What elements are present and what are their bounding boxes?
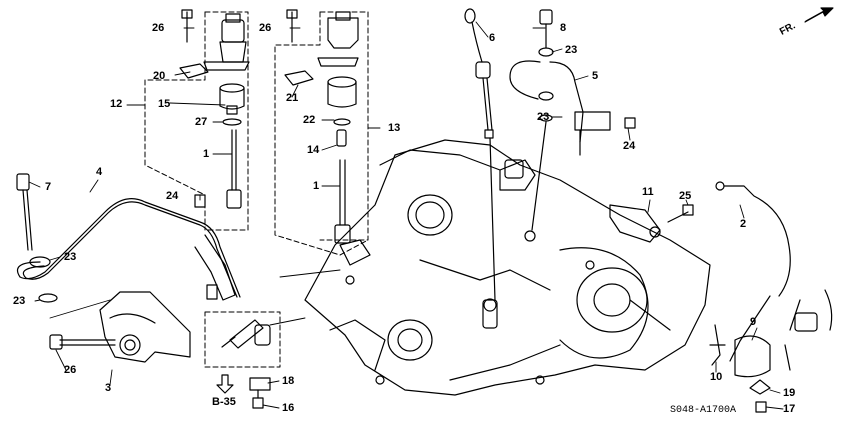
callout-26-bottom: 26 [64, 364, 77, 376]
front-arrow-icon [804, 7, 834, 23]
cover-plate [709, 324, 771, 413]
callout-26-left: 26 [152, 22, 165, 34]
callout-4: 4 [96, 166, 103, 178]
transmission-case [304, 139, 711, 396]
callout-21: 21 [286, 92, 299, 104]
callout-26-center: 26 [259, 22, 272, 34]
shift-cable [715, 181, 833, 371]
reference-label: B-35 [212, 396, 236, 408]
diagram-code: S048-A1700A [670, 405, 737, 416]
callout-27: 27 [195, 116, 208, 128]
callout-23-right-top: 23 [565, 44, 578, 56]
callout-16: 16 [282, 402, 295, 414]
callout-17: 17 [783, 403, 796, 415]
callout-15: 15 [158, 98, 171, 110]
callout-1-left: 1 [203, 148, 210, 160]
dipstick [464, 8, 496, 301]
callout-23-right-bottom: 23 [537, 111, 550, 123]
callout-25: 25 [679, 190, 692, 202]
callout-8: 8 [560, 22, 567, 34]
callout-3: 3 [105, 382, 112, 394]
callout-10: 10 [710, 371, 723, 383]
group-box-16-18 [204, 311, 281, 368]
callout-11: 11 [642, 186, 654, 198]
callout-7: 7 [45, 181, 52, 193]
leader-lines [28, 21, 784, 410]
mount-bracket [49, 291, 191, 363]
callout-24-left: 24 [166, 190, 179, 202]
group-box-13 [274, 11, 369, 256]
shift-bracket-parts [216, 319, 271, 409]
speed-sensor-left [179, 9, 250, 209]
callout-5: 5 [592, 70, 599, 82]
callout-6: 6 [489, 32, 496, 44]
callout-23-left-bottom: 23 [13, 295, 26, 307]
callout-2: 2 [740, 218, 747, 230]
atf-cooler-line-right [509, 9, 636, 231]
callout-24-right: 24 [623, 140, 636, 152]
callout-1-center: 1 [313, 180, 320, 192]
callout-13: 13 [388, 122, 401, 134]
callout-22: 22 [303, 114, 316, 126]
callout-9: 9 [750, 316, 757, 328]
callout-18: 18 [282, 375, 295, 387]
atf-cooler-line-left [16, 173, 241, 303]
callout-20: 20 [153, 70, 166, 82]
speed-sensor-center [284, 9, 359, 244]
callout-19: 19 [783, 387, 796, 399]
callout-14: 14 [307, 144, 320, 156]
bracket-11 [609, 204, 694, 243]
callout-12: 12 [110, 98, 123, 110]
callout-23-left-top: 23 [64, 251, 77, 263]
